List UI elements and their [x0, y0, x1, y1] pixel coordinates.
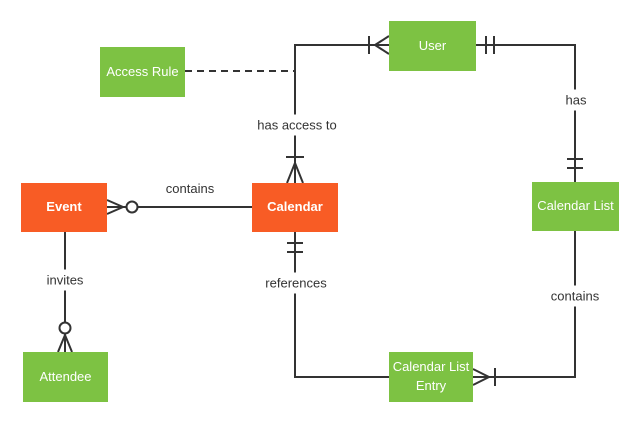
crows-foot-icon	[57, 332, 73, 353]
one-and-only-one-bars-icon	[567, 158, 583, 169]
entity-label: Calendar	[267, 199, 323, 215]
one-and-only-one-bars-icon	[287, 242, 303, 253]
relationship-label-has-access-to: has access to	[252, 114, 342, 136]
zero-circle-icon	[125, 200, 139, 214]
connector-has-access-to	[286, 35, 390, 184]
entity-label: Event	[46, 199, 82, 215]
entity-user[interactable]: User	[389, 21, 476, 71]
relationship-label-invites: invites	[41, 269, 89, 291]
crows-foot-icon	[106, 199, 126, 215]
relationship-label-references: references	[260, 272, 332, 294]
connector-contains-event-calendar	[106, 199, 252, 215]
entity-label: Calendar List Entry	[392, 359, 470, 393]
entity-label: Attendee	[39, 368, 92, 384]
entity-calendar-list-entry[interactable]: Calendar List Entry	[389, 352, 473, 402]
entity-label: User	[418, 37, 447, 53]
entity-calendar[interactable]: Calendar	[252, 183, 338, 232]
entity-attendee[interactable]: Attendee	[23, 352, 108, 402]
entity-label: Access Rule	[106, 63, 179, 79]
entity-event[interactable]: Event	[21, 183, 107, 232]
connector-invites	[57, 232, 73, 353]
connector-references	[287, 232, 389, 378]
entity-calendar-list[interactable]: Calendar List	[532, 182, 619, 231]
one-and-only-one-bars-icon	[485, 36, 495, 54]
relationship-label-has: has	[560, 89, 592, 111]
entity-access-rule[interactable]: Access Rule	[100, 47, 185, 97]
crows-foot-icon	[373, 35, 390, 55]
relationship-label-contains-list-entry: contains	[545, 285, 605, 307]
zero-circle-icon	[58, 321, 72, 335]
crows-foot-icon	[286, 160, 304, 184]
crows-foot-icon	[472, 368, 492, 386]
relationship-label-contains-event-calendar: contains	[160, 178, 220, 196]
entity-label: Calendar List	[537, 198, 614, 214]
connector-contains-list-entry	[472, 231, 576, 386]
connector-has	[476, 36, 583, 182]
